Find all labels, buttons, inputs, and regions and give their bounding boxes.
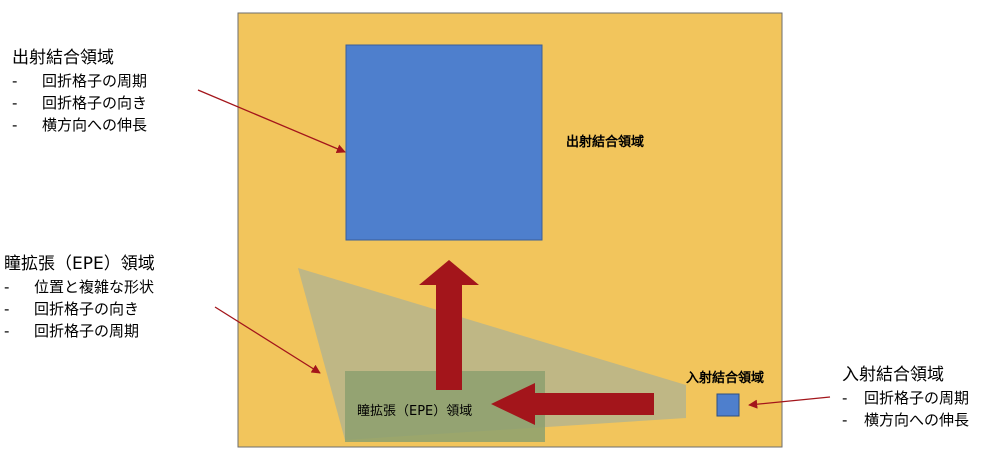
- list-item: - 位置と複雑な形状: [4, 276, 155, 298]
- list-item: -回折格子の周期: [842, 387, 969, 409]
- list-item-text: 回折格子の周期: [42, 72, 148, 90]
- list-item: - 横方向への伸長: [12, 114, 147, 136]
- list-item-text: 位置と複雑な形状: [34, 278, 155, 296]
- bullet-dash: -: [12, 116, 18, 134]
- epe-annotation: 瞳拡張（EPE）領域 - 位置と複雑な形状 - 回折格子の向き - 回折格子の周期: [4, 252, 155, 342]
- list-item: - 回折格子の周期: [12, 70, 147, 92]
- out-annotation: 出射結合領域 - 回折格子の周期 - 回折格子の向き - 横方向への伸長: [12, 46, 147, 136]
- bullet-dash: -: [842, 411, 848, 429]
- bullet-dash: -: [842, 389, 848, 407]
- list-item: - 回折格子の向き: [12, 92, 147, 114]
- in-annotation-title: 入射結合領域: [842, 365, 944, 385]
- in-pointer-line: [748, 396, 831, 409]
- list-item-text: 回折格子の向き: [34, 300, 140, 318]
- bullet-dash: -: [4, 278, 10, 296]
- out-region-label: 出射結合領域: [566, 135, 645, 150]
- in-annotation: 入射結合領域 -回折格子の周期 -横方向への伸長: [842, 363, 969, 431]
- list-item: -横方向への伸長: [842, 409, 969, 431]
- list-item-text: 回折格子の向き: [42, 94, 148, 112]
- out-coupling-region: [345, 44, 543, 241]
- list-item-text: 回折格子の周期: [864, 389, 970, 407]
- bullet-dash: -: [4, 322, 10, 340]
- bullet-dash: -: [4, 300, 10, 318]
- out-annotation-title: 出射結合領域: [12, 48, 114, 68]
- bullet-dash: -: [12, 94, 18, 112]
- in-region-label: 入射結合領域: [686, 371, 765, 386]
- in-coupling-region: [716, 393, 740, 417]
- list-item-text: 横方向への伸長: [42, 116, 148, 134]
- list-item-text: 横方向への伸長: [864, 411, 970, 429]
- epe-region-label: 瞳拡張（EPE）領域: [357, 404, 473, 419]
- epe-pointer-line: [214, 306, 321, 374]
- out-pointer-line: [197, 89, 346, 154]
- propagation-arrow-vertical: [419, 260, 479, 390]
- propagation-arrow-horizontal: [491, 383, 654, 425]
- list-item-text: 回折格子の周期: [34, 322, 140, 340]
- epe-annotation-title: 瞳拡張（EPE）領域: [4, 254, 155, 274]
- bullet-dash: -: [12, 72, 18, 90]
- list-item: - 回折格子の向き: [4, 298, 155, 320]
- list-item: - 回折格子の周期: [4, 320, 155, 342]
